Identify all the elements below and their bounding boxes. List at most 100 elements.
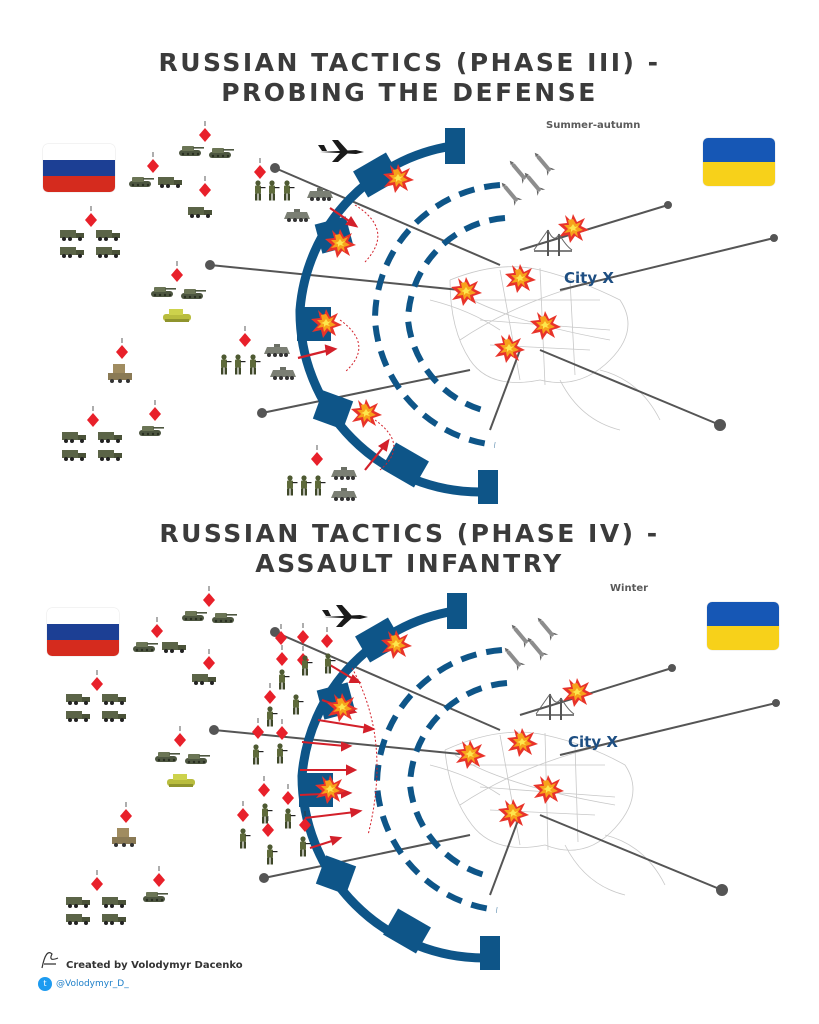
truck-icon <box>102 694 126 705</box>
tank-icon <box>155 752 180 762</box>
unit-marker-icon <box>202 648 216 671</box>
phase-4-scene: City X <box>66 585 780 970</box>
explosion-icon <box>351 399 382 428</box>
unit-marker-icon <box>253 157 267 180</box>
phase-3-title-line1: RUSSIAN TACTICS (PHASE III) - <box>158 48 661 77</box>
truck-icon <box>66 694 90 705</box>
soldier-icon <box>325 653 336 674</box>
apc-icon <box>331 467 357 480</box>
truck-icon <box>66 914 90 925</box>
unit-marker-icon <box>90 869 104 892</box>
missile-icon <box>533 614 559 641</box>
phase-4-outer-defense-ring <box>297 593 500 970</box>
unit-marker-icon <box>86 405 100 428</box>
phase-4-title-line2: ASSAULT INFANTRY <box>255 549 564 578</box>
unit-marker-icon <box>150 616 164 639</box>
unit-marker-icon <box>251 717 265 740</box>
truck-icon <box>102 711 126 722</box>
apc-icon <box>270 367 296 380</box>
unit-marker-icon <box>202 585 216 608</box>
explosion-icon <box>562 678 593 707</box>
russia-flag <box>43 144 115 192</box>
tank-icon <box>133 642 158 652</box>
unit-marker-icon <box>275 644 289 667</box>
unit-marker-icon <box>115 337 129 360</box>
truck-icon <box>62 450 86 461</box>
unit-marker-icon <box>310 444 324 467</box>
city-x-label: City X <box>564 269 614 287</box>
phase-4-spoke-lines <box>209 627 780 896</box>
soldier-icon <box>277 743 288 764</box>
soldier-icon <box>284 180 295 201</box>
phase-3-panel: RUSSIAN TACTICS (PHASE III) - PROBING TH… <box>43 48 775 192</box>
soldier-icon <box>221 354 232 375</box>
soldier-icon <box>269 180 280 201</box>
soldier-icon <box>240 828 251 849</box>
phase-4-title-line1: RUSSIAN TACTICS (PHASE IV) - <box>159 519 660 548</box>
soldier-icon <box>293 694 304 715</box>
soldier-icon <box>285 808 296 829</box>
explosion-icon <box>494 334 525 363</box>
unit-marker-icon <box>236 800 250 823</box>
tank-icon <box>209 148 234 158</box>
unit-marker-icon <box>263 682 277 705</box>
ukraine-flag <box>703 138 775 186</box>
explosion-icon <box>451 277 482 306</box>
truck-icon <box>102 897 126 908</box>
truck-icon <box>98 450 122 461</box>
unit-marker-icon <box>84 205 98 228</box>
truck-icon <box>66 897 90 908</box>
truck-icon <box>158 177 182 188</box>
unit-marker-icon <box>257 775 271 798</box>
sam-vehicle-icon <box>112 828 136 847</box>
ukraine-flag <box>707 602 779 650</box>
missile-icon <box>505 157 531 184</box>
twitter-handle[interactable]: @Volodymyr_D_ <box>56 979 129 989</box>
tank-icon <box>151 287 176 297</box>
unit-marker-icon <box>238 325 252 348</box>
phase-4-assault-arc <box>351 667 378 836</box>
tank-icon <box>185 754 210 764</box>
credit-text: Created by Volodymyr Dacenko <box>66 960 243 971</box>
phase-3-probe-arcs <box>339 204 395 471</box>
soldier-icon <box>315 475 326 496</box>
apc-icon <box>264 344 290 357</box>
phase-3-attack-arrows <box>297 207 390 471</box>
unit-marker-icon <box>146 151 160 174</box>
explosion-icon <box>533 775 564 804</box>
soldier-icon <box>302 655 313 676</box>
missile-icon <box>523 634 549 661</box>
phase-3-title-line2: PROBING THE DEFENSE <box>221 78 598 107</box>
truck-icon <box>188 207 212 218</box>
truck-icon <box>62 432 86 443</box>
phase-3-season-label: Summer-autumn <box>546 120 641 131</box>
city-x-label: City X <box>568 733 618 751</box>
apc-icon <box>307 188 333 201</box>
truck-icon <box>192 674 216 685</box>
phase-3-spoke-lines <box>205 163 778 431</box>
truck-icon <box>60 230 84 241</box>
truck-icon <box>60 247 84 258</box>
unit-marker-icon <box>173 725 187 748</box>
apc-icon <box>331 488 357 501</box>
phase-4-title: RUSSIAN TACTICS (PHASE IV) - ASSAULT INF… <box>0 519 819 579</box>
missile-icon <box>497 179 523 206</box>
phase-4-russian-units <box>66 585 336 925</box>
unit-marker-icon <box>90 669 104 692</box>
unit-marker-icon <box>320 626 334 649</box>
unit-marker-icon <box>170 260 184 283</box>
tank-icon <box>182 611 207 621</box>
soldier-icon <box>235 354 246 375</box>
tank-icon <box>139 426 164 436</box>
soldier-icon <box>267 844 278 865</box>
tank-icon <box>179 146 204 156</box>
soldier-icon <box>267 706 278 727</box>
soldier-icon <box>253 744 264 765</box>
phase-3-scene: City X <box>60 120 778 504</box>
twitter-icon: t <box>38 977 52 991</box>
soldier-icon <box>250 354 261 375</box>
soldier-icon <box>279 669 290 690</box>
unit-marker-icon <box>152 865 166 888</box>
soldier-icon <box>255 180 266 201</box>
